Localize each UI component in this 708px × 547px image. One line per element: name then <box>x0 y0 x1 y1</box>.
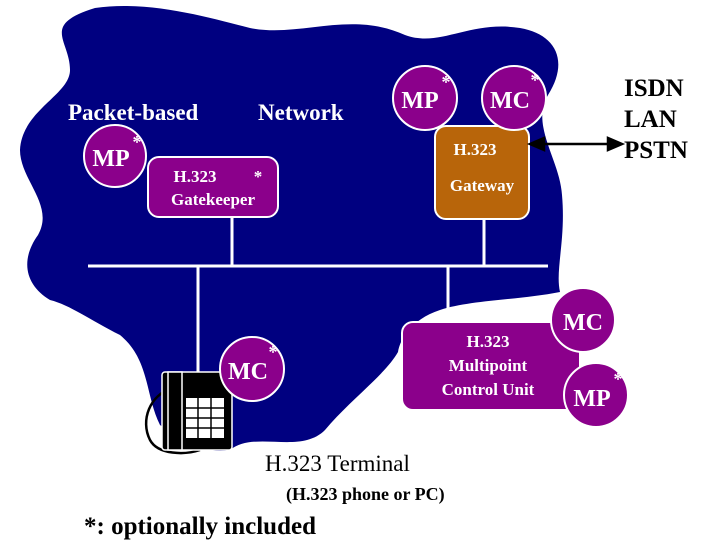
gatekeeper-star: * <box>254 167 263 186</box>
mcu-mc-badge: MC <box>550 287 616 353</box>
gatekeeper-line1: H.323 <box>174 167 217 186</box>
mcu-mp-badge: MP * <box>563 362 629 428</box>
gateway-mc-badge: MC * <box>481 65 547 131</box>
gatekeeper-line2: Gatekeeper <box>171 190 255 209</box>
telephone-icon <box>144 371 233 455</box>
external-isdn: ISDN <box>624 75 684 102</box>
gatekeeper-mp-star: * <box>133 132 142 152</box>
mcu-node: H.323 Multipoint Control Unit <box>401 321 581 411</box>
terminal-label: H.323 Terminal <box>265 451 410 476</box>
footnote: *: optionally included <box>84 513 316 540</box>
external-pstn: PSTN <box>624 137 688 164</box>
gateway-mp-label: MP <box>401 88 438 114</box>
terminal-sublabel: (H.323 phone or PC) <box>286 484 445 505</box>
external-link-arrow <box>526 136 626 152</box>
terminal-mc-label: MC <box>228 359 268 385</box>
network-label-left: Packet-based <box>68 100 199 125</box>
network-label-right: Network <box>258 100 344 125</box>
gatekeeper-mp-badge: MP * <box>83 124 147 188</box>
external-lan: LAN <box>624 106 677 133</box>
mcu-mp-label: MP <box>573 386 610 412</box>
terminal-mc-star: * <box>269 342 278 362</box>
gatekeeper-mp-label: MP <box>92 146 129 172</box>
gateway-node: H.323 Gateway <box>434 125 530 220</box>
gateway-mc-star: * <box>531 70 540 90</box>
mcu-line1: H.323 <box>467 332 510 351</box>
gateway-mc-label: MC <box>490 88 530 114</box>
mcu-line2: Multipoint <box>449 356 528 375</box>
gateway-line1: H.323 <box>454 140 497 159</box>
gateway-line2: Gateway <box>450 176 515 195</box>
gateway-mp-badge: MP * <box>392 65 458 131</box>
network-bus <box>88 217 548 372</box>
gatekeeper-node: H.323 * Gatekeeper <box>147 156 279 218</box>
gateway-mp-star: * <box>442 72 451 92</box>
mcu-line3: Control Unit <box>442 380 535 399</box>
mcu-mc-label: MC <box>563 310 603 336</box>
terminal-mc-badge: MC * <box>219 336 285 402</box>
mcu-mp-star: * <box>614 369 623 389</box>
